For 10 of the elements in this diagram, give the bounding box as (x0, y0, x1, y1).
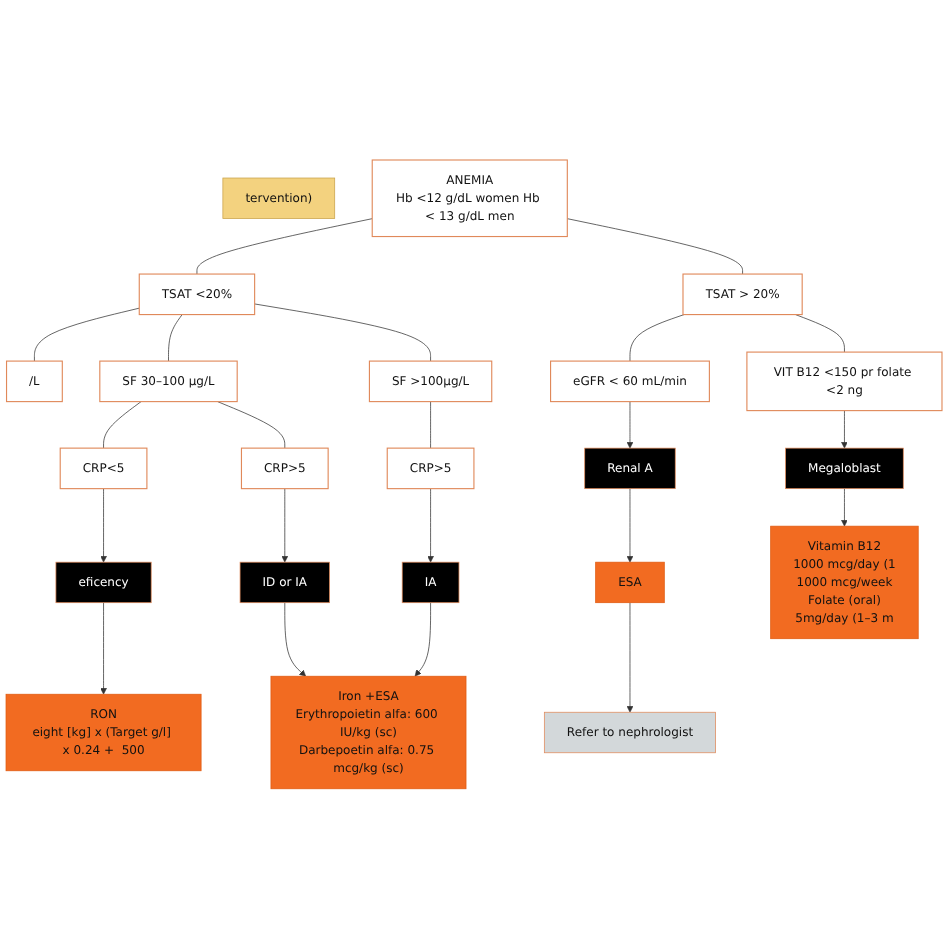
connector (168, 313, 183, 362)
connector (430, 400, 431, 449)
connector (103, 400, 142, 449)
connector (566, 217, 743, 275)
connector (629, 313, 685, 362)
connector (217, 400, 286, 449)
connector (34, 307, 140, 362)
connector (254, 303, 431, 362)
connector (795, 313, 845, 353)
connector (196, 217, 373, 275)
